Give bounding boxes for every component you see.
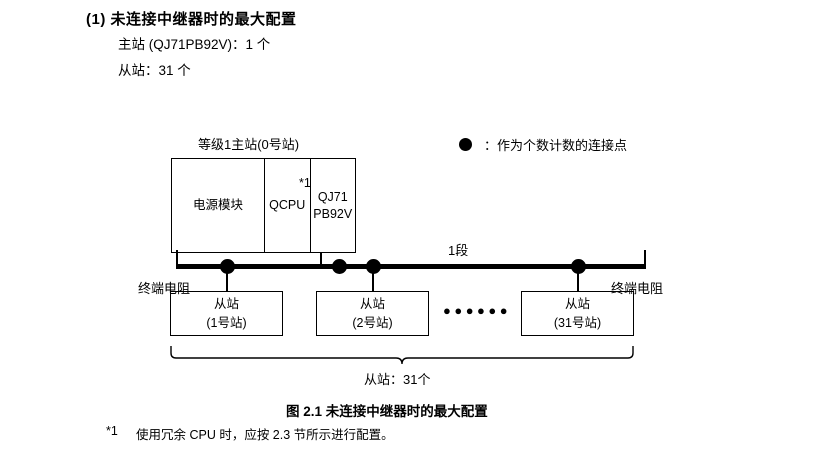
network-module-line2: PB92V [313,206,353,221]
power-module-cell: 电源模块 [172,159,265,252]
network-module-line1: QJ71 [317,189,348,204]
continuation-dots: ●●●●●● [443,303,512,318]
slave-box-1: 从站 (1号站) [170,291,283,336]
slave-drop-line-3 [577,267,579,291]
slave-drop-line-1 [226,267,228,291]
slave-range-brace [170,346,634,365]
footnote-marker-1: *1 [299,176,311,190]
legend-label: ：作为个数计数的连接点 [484,138,628,153]
connection-dot-icon-3 [366,259,381,274]
slave-drop-line-2 [372,267,374,291]
slave-box-3: 从站 (31号站) [521,291,634,336]
terminator-right-label: 终端电阻 [611,281,664,296]
section-heading: (1) 未连接中继器时的最大配置 [86,11,297,28]
slave-box-1-sub: (1号站) [206,315,247,330]
connection-dot-icon-4 [571,259,586,274]
filled-circle-icon [459,138,472,151]
master-count-line: 主站 (QJ71PB92V)：1 个 [118,37,271,52]
figure-caption: 图 2.1 未连接中继器时的最大配置 [286,404,488,419]
footnote-mark: *1 [106,424,118,438]
slave-box-1-title: 从站 [213,297,239,312]
slave-total-label: 从站：31个 [364,372,431,387]
master-drop-line [320,252,322,266]
terminator-left-label: 终端电阻 [138,281,191,296]
network-module-cell: QJ71 PB92V [311,159,356,252]
segment-label: 1段 [448,243,469,258]
connection-dot-icon-1 [220,259,235,274]
network-bus-line [176,264,646,269]
slave-box-2-sub: (2号站) [352,315,393,330]
slave-box-3-title: 从站 [564,297,590,312]
slave-box-3-sub: (31号站) [553,315,602,330]
slave-box-2: 从站 (2号站) [316,291,429,336]
footnote-text: 使用冗余 CPU 时，应按 2.3 节所示进行配置。 [136,428,394,442]
qcpu-cell: QCPU [265,159,311,252]
connection-dot-icon-2 [332,259,347,274]
slave-count-line: 从站：31 个 [118,63,191,78]
master-rack: 电源模块 QCPU QJ71 PB92V [171,158,356,253]
terminator-left-stub [176,250,178,267]
master-station-label: 等级1主站(0号站) [198,137,300,152]
slave-box-2-title: 从站 [359,297,385,312]
terminator-right-stub [644,250,646,267]
